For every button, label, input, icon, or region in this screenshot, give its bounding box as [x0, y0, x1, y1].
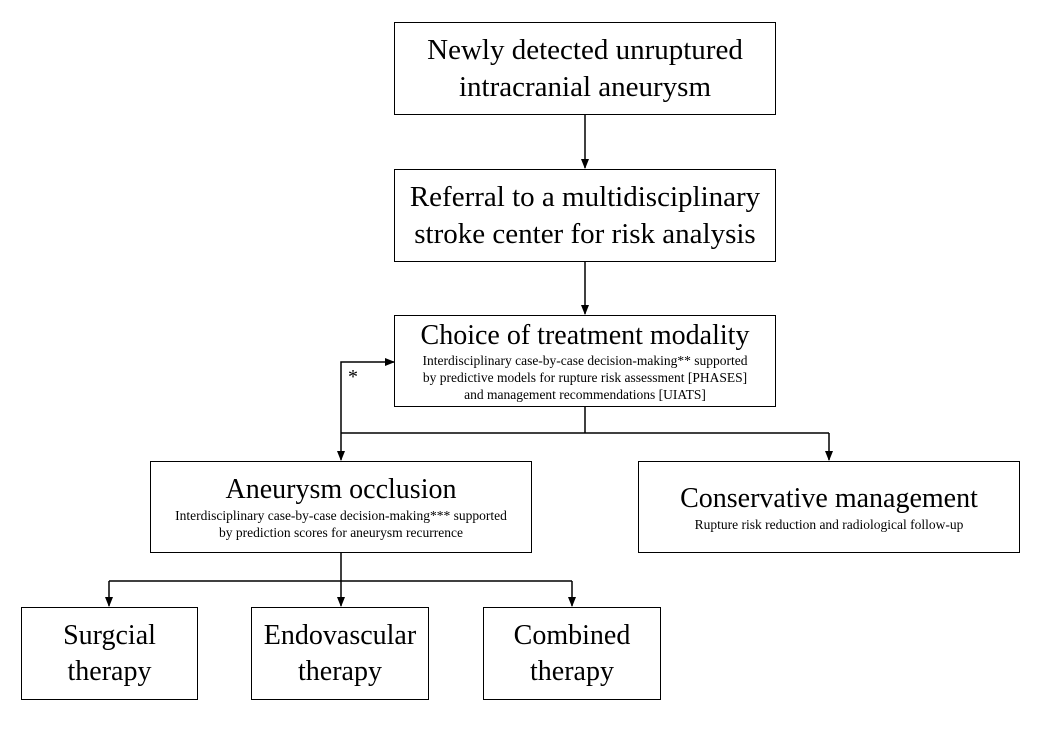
node-endovascular-line-1: Endovascular [263, 619, 417, 651]
node-occlusion-title: Aneurysm occlusion [225, 474, 457, 505]
node-aneurysm-occlusion: Aneurysm occlusion Interdisciplinary cas… [150, 461, 532, 553]
node-referral-line-2: stroke center for risk analysis [414, 217, 756, 250]
node-combined-therapy: Combined therapy [483, 607, 661, 700]
node-choice-title: Choice of treatment modality [420, 319, 750, 351]
node-referral: Referral to a multidisciplinary stroke c… [394, 169, 776, 262]
node-choice-sub-line-3: and management recommendations [UIATS] [464, 386, 706, 402]
node-newly-detected-line-1: Newly detected unruptured [427, 33, 743, 66]
node-conservative-sub: Rupture risk reduction and radiological … [694, 516, 964, 532]
node-conservative-management: Conservative management Rupture risk red… [638, 461, 1020, 553]
node-conservative-title: Conservative management [680, 482, 978, 514]
node-surgical-therapy: Surgcial therapy [21, 607, 198, 700]
node-occlusion-sub-line-1: Interdisciplinary case-by-case decision-… [175, 508, 507, 523]
node-surgical-line-2: therapy [67, 655, 152, 687]
node-endovascular-therapy: Endovascular therapy [251, 607, 429, 700]
node-combined-line-2: therapy [530, 655, 614, 687]
node-choice-of-treatment: Choice of treatment modality Interdiscip… [394, 315, 776, 407]
node-choice-sub-line-1: Interdisciplinary case-by-case decision-… [422, 352, 748, 368]
node-referral-line-1: Referral to a multidisciplinary [409, 180, 761, 213]
node-newly-detected: Newly detected unruptured intracranial a… [394, 22, 776, 115]
node-occlusion-sub-line-2: by prediction scores for aneurysm recurr… [218, 525, 463, 540]
node-newly-detected-line-2: intracranial aneurysm [458, 70, 712, 103]
node-surgical-line-1: Surgcial [63, 619, 156, 651]
node-combined-line-1: Combined [513, 619, 631, 651]
feedback-loop-arrow [340, 358, 395, 433]
node-endovascular-line-2: therapy [298, 655, 382, 687]
node-choice-sub-line-2: by predictive models for rupture risk as… [422, 369, 748, 385]
feedback-asterisk: * [348, 366, 358, 388]
